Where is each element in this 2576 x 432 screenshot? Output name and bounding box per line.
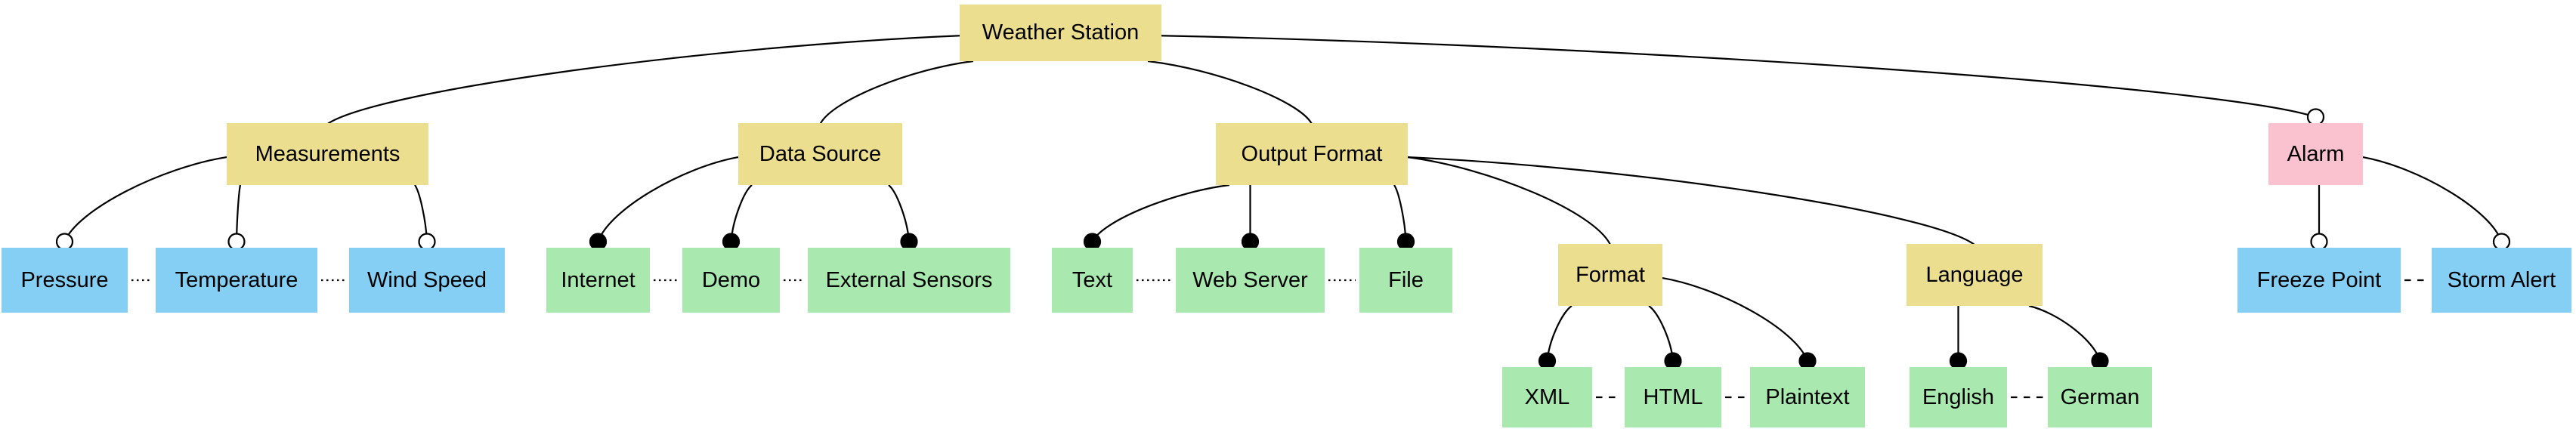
node-label-internet: Internet (561, 267, 635, 292)
node-language[interactable]: Language (1906, 244, 2043, 306)
node-label-demo: Demo (701, 267, 761, 292)
node-text[interactable]: Text (1052, 248, 1133, 313)
node-pressure[interactable]: Pressure (2, 248, 128, 313)
node-label-format: Format (1576, 262, 1645, 287)
edge-output-format-language (1407, 156, 1975, 245)
node-label-text: Text (1072, 267, 1113, 292)
node-label-xml: XML (1524, 384, 1570, 409)
node-wind-speed[interactable]: Wind Speed (349, 248, 505, 313)
node-label-external-sensors: External Sensors (825, 267, 993, 292)
node-label-alarm: Alarm (2287, 141, 2345, 166)
node-label-html: HTML (1643, 384, 1703, 409)
node-label-plaintext: Plaintext (1765, 384, 1850, 409)
node-format[interactable]: Format (1558, 244, 1662, 306)
node-label-data-source: Data Source (759, 141, 882, 166)
node-label-english: English (1922, 384, 1995, 409)
node-output-format[interactable]: Output Format (1216, 123, 1408, 185)
node-label-language: Language (1925, 262, 2024, 287)
node-data-source[interactable]: Data Source (738, 123, 902, 185)
edge-weather-station-output-format (1147, 60, 1313, 125)
node-plaintext[interactable]: Plaintext (1750, 367, 1865, 427)
node-label-freeze-point: Freeze Point (2256, 267, 2382, 292)
node-english[interactable]: English (1910, 367, 2007, 427)
edge-alarm-storm-alert (2362, 156, 2503, 242)
node-storm-alert[interactable]: Storm Alert (2432, 248, 2571, 313)
node-label-web-server: Web Server (1192, 267, 1308, 292)
node-internet[interactable]: Internet (546, 248, 650, 313)
node-temperature[interactable]: Temperature (156, 248, 317, 313)
node-label-temperature: Temperature (175, 267, 298, 292)
edge-weather-station-data-source (819, 60, 974, 125)
node-weather-station[interactable]: Weather Station (960, 5, 1161, 61)
node-german[interactable]: German (2048, 367, 2152, 427)
node-web-server[interactable]: Web Server (1176, 248, 1325, 313)
edge-data-source-internet (597, 156, 739, 242)
node-xml[interactable]: XML (1502, 367, 1592, 427)
node-label-german: German (2060, 384, 2140, 409)
edge-measurements-pressure (63, 156, 227, 242)
edge-format-xml (1546, 305, 1573, 362)
node-external-sensors[interactable]: External Sensors (808, 248, 1010, 313)
node-label-storm-alert: Storm Alert (2447, 267, 2556, 292)
node-label-measurements: Measurements (255, 141, 400, 166)
edge-output-format-format (1407, 156, 1611, 245)
node-alarm[interactable]: Alarm (2268, 123, 2363, 185)
node-label-wind-speed: Wind Speed (367, 267, 487, 292)
node-label-pressure: Pressure (20, 267, 109, 292)
edge-output-format-text (1091, 184, 1230, 242)
node-measurements[interactable]: Measurements (227, 123, 428, 185)
edge-format-html (1648, 305, 1675, 362)
edge-data-source-demo (730, 184, 753, 242)
node-html[interactable]: HTML (1625, 367, 1721, 427)
edge-language-german (2028, 304, 2101, 362)
node-label-output-format: Output Format (1241, 141, 1383, 166)
node-freeze-point[interactable]: Freeze Point (2237, 248, 2401, 313)
edge-data-source-external-sensors (888, 184, 911, 242)
node-label-weather-station: Weather Station (982, 20, 1140, 45)
edge-format-plaintext (1662, 277, 1809, 362)
node-demo[interactable]: Demo (682, 248, 780, 313)
edge-weather-station-alarm (1161, 35, 2316, 119)
edge-weather-station-measurements (326, 35, 960, 125)
node-label-file: File (1388, 267, 1424, 292)
node-file[interactable]: File (1359, 248, 1452, 313)
